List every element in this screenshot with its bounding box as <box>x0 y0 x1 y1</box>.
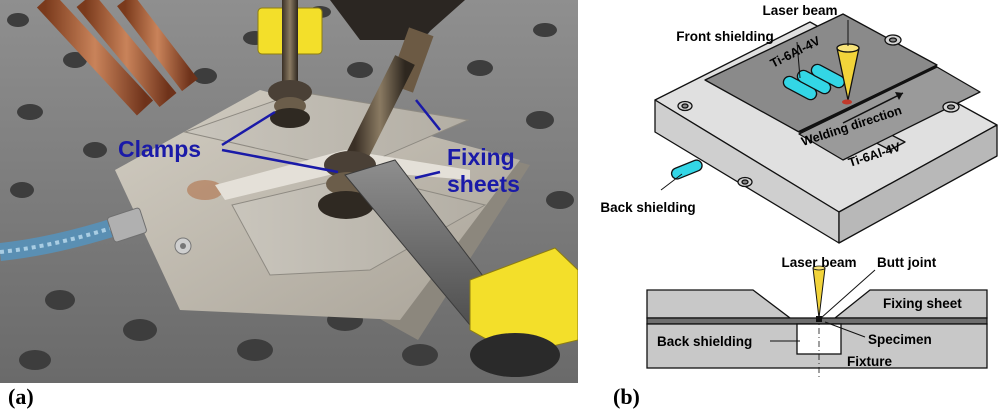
leader-lines <box>660 20 849 191</box>
panel-label-b: (b) <box>613 384 640 409</box>
annotation-leaders <box>221 99 441 180</box>
front-shielding-label: Front shielding <box>676 29 774 44</box>
melt-pool <box>842 99 852 105</box>
setup-schematic: Laser beam Front shielding Ti-6Al-4V Wel… <box>600 3 998 380</box>
welding-direction-arrow <box>842 92 904 124</box>
fixing-sheets-label-line1: Fixing <box>447 144 515 170</box>
fixing-sheet-top <box>183 91 470 171</box>
specimen-label: Specimen <box>868 332 932 347</box>
fixing-sheet-label: Fixing sheet <box>883 296 962 311</box>
weld-line <box>798 64 938 134</box>
clamps-label: Clamps <box>118 136 201 162</box>
back-shielding-label-top: Back shielding <box>600 200 695 215</box>
bolt-holes <box>677 34 960 188</box>
fixture-side-face <box>838 124 998 244</box>
fixture-label: Fixture <box>847 354 893 369</box>
laser-beam-label-top: Laser beam <box>762 3 837 18</box>
hose-fitting <box>107 207 147 243</box>
panel-label-a: (a) <box>8 384 34 409</box>
schematic-panel: Laser beam Front shielding Ti-6Al-4V Wel… <box>585 0 1000 383</box>
scorch-mark <box>187 180 223 200</box>
fixing-sheets-label-line2: sheets <box>447 171 520 197</box>
front-shielding-nozzles <box>782 63 846 101</box>
laser-beam-label-section: Laser beam <box>781 255 856 270</box>
clamp-top <box>257 0 323 128</box>
fixing-sheet-left <box>646 289 792 319</box>
clamp-handle <box>469 247 578 356</box>
photo-panel: Clamps Fixing sheets <box>0 0 578 383</box>
fixture-photo: Clamps Fixing sheets <box>0 0 578 383</box>
section-leader-lines <box>770 269 876 342</box>
laser-cone-section <box>812 267 826 319</box>
copper-pipes <box>36 0 198 116</box>
back-shielding-label-section: Back shielding <box>657 334 752 349</box>
butt-joint-label: Butt joint <box>877 255 937 270</box>
weld-seam <box>215 150 470 200</box>
back-shielding-nozzle <box>670 159 703 180</box>
butt-joint-mark <box>816 316 822 322</box>
